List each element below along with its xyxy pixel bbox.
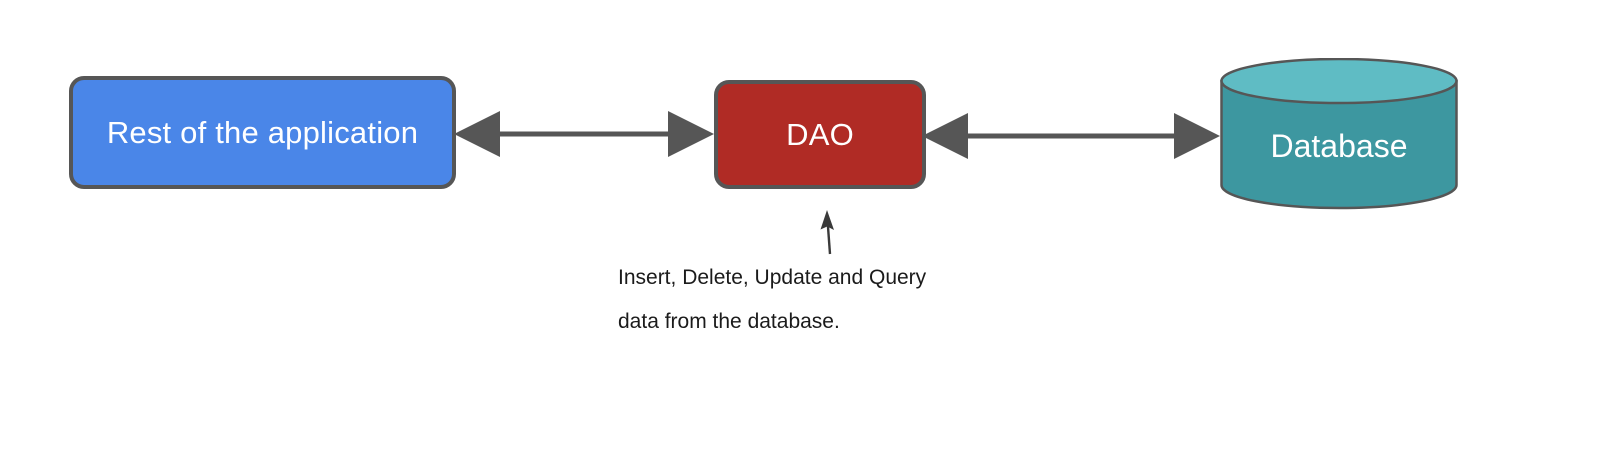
caption-text: Insert, Delete, Update and Query data fr… (618, 256, 1038, 344)
database-cylinder-icon (1220, 58, 1458, 210)
caption-line-2: data from the database. (618, 310, 840, 333)
double-headed-arrow-icon (454, 111, 714, 157)
double-headed-arrow-icon (922, 113, 1220, 159)
node-dao-label: DAO (786, 116, 854, 152)
arrow-up-icon (820, 210, 834, 255)
connector-dao-to-database (920, 110, 1222, 167)
caption-line-1: Insert, Delete, Update and Query (618, 266, 927, 289)
caption-pointer-arrow (808, 206, 854, 263)
node-database[interactable]: Database (1220, 58, 1458, 213)
node-rest-of-application-label: Rest of the application (106, 114, 419, 150)
node-dao[interactable]: DAO (714, 80, 926, 189)
connector-rest-to-dao (452, 108, 716, 165)
node-rest-of-application[interactable]: Rest of the application (69, 76, 456, 189)
node-database-label: Database (1270, 128, 1408, 164)
